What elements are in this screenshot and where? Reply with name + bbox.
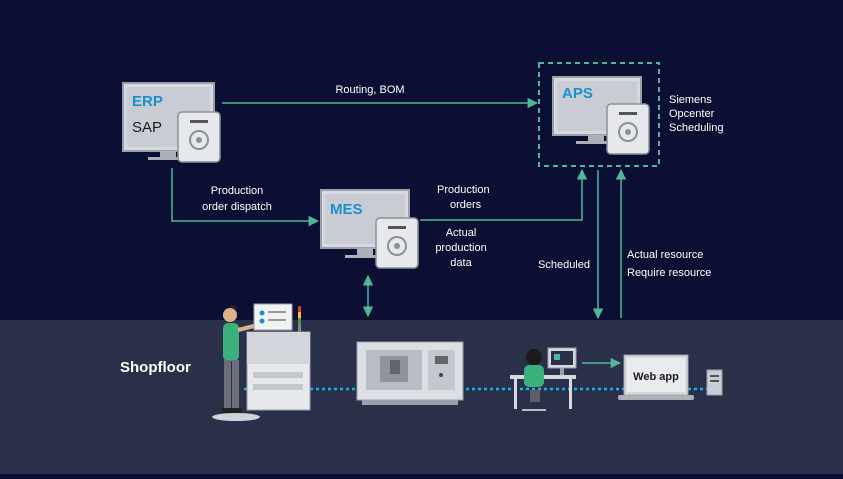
edge-resources-label: Actual resource Require resource xyxy=(627,249,711,279)
desk-workstation xyxy=(510,347,577,411)
edge-erp-aps-label: Routing, BOM xyxy=(335,84,404,96)
svg-text:Production: Production xyxy=(211,185,264,197)
web-app-label: Web app xyxy=(633,371,679,383)
aps-dashed-frame xyxy=(538,62,660,167)
aps-node: APS xyxy=(538,62,660,167)
edge-scheduled-label: Scheduled xyxy=(538,259,590,271)
svg-text:Require resource: Require resource xyxy=(627,267,711,279)
mes-node: MES xyxy=(320,189,419,269)
mes-title: MES xyxy=(330,201,363,218)
erp-node: ERP SAP xyxy=(122,82,221,163)
aps-title: APS xyxy=(562,85,593,102)
svg-text:data: data xyxy=(450,257,472,269)
edge-erp-mes-label: Production order dispatch xyxy=(202,185,272,213)
control-cabinet xyxy=(246,303,311,411)
svg-text:production: production xyxy=(435,242,486,254)
svg-text:Actual: Actual xyxy=(446,227,477,239)
cnc-machine xyxy=(356,341,464,405)
svg-text:Opcenter: Opcenter xyxy=(669,108,715,120)
svg-text:orders: orders xyxy=(450,199,482,211)
erp-title: ERP xyxy=(132,93,163,110)
edge-actual-production-data-label: Actual production data xyxy=(435,227,486,269)
erp-subtitle: SAP xyxy=(132,119,162,136)
tower-pc xyxy=(706,369,723,396)
svg-text:Scheduling: Scheduling xyxy=(669,122,723,134)
aps-product-label: Siemens Opcenter Scheduling xyxy=(669,94,723,134)
signal-light-yellow xyxy=(298,312,301,318)
edge-erp-mes xyxy=(171,168,320,227)
signal-light-green xyxy=(298,318,301,324)
server-icon xyxy=(375,217,419,269)
server-icon xyxy=(177,111,221,163)
worker-figure xyxy=(212,305,260,421)
shopfloor-label: Shopfloor xyxy=(120,359,191,376)
web-app-laptop: Web app xyxy=(618,354,694,400)
svg-text:order dispatch: order dispatch xyxy=(202,201,272,213)
server-icon xyxy=(606,103,650,155)
svg-text:Production: Production xyxy=(437,184,490,196)
svg-text:Siemens: Siemens xyxy=(669,94,712,106)
svg-text:Actual resource: Actual resource xyxy=(627,249,703,261)
edge-mes-aps-label: Production orders xyxy=(437,184,490,211)
signal-light-red xyxy=(298,306,301,312)
edge-mes-aps xyxy=(420,168,588,221)
